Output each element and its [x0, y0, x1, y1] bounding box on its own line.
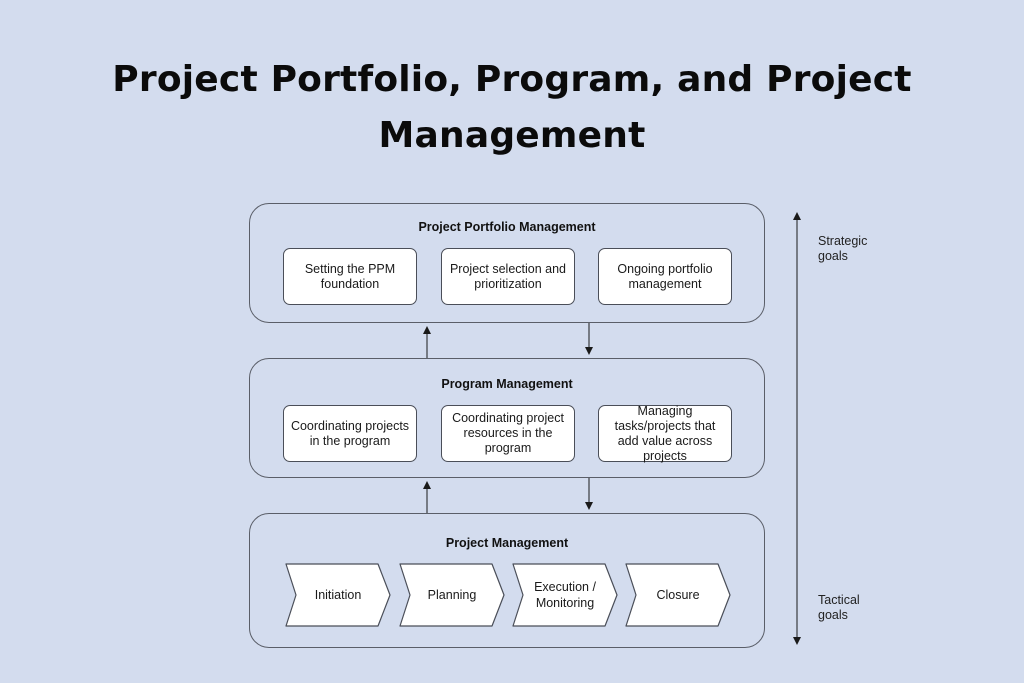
phase-closure-label: Closure — [656, 588, 700, 602]
phase-planning-label: Planning — [427, 588, 477, 602]
strategic-goals-label: Strategic goals — [818, 234, 888, 264]
chevron-shape-icon — [625, 563, 731, 627]
coordinating-resources-box: Coordinating project resources in the pr… — [441, 405, 575, 462]
program-management-heading: Program Management — [441, 377, 573, 391]
portfolio-management-panel: Project Portfolio Management Setting the… — [249, 203, 765, 323]
coordinating-projects-box: Coordinating projects in the program — [283, 405, 417, 462]
managing-tasks-box: Managing tasks/projects that add value a… — [598, 404, 732, 463]
page-title: Project Portfolio, Program, and Project … — [0, 52, 1024, 164]
tactical-goals-label: Tactical goals — [818, 593, 878, 623]
phase-initiation-label: Initiation — [314, 588, 362, 602]
phase-execution-monitoring: Execution / Monitoring — [512, 563, 618, 627]
chevron-shape-icon — [285, 563, 391, 627]
title-line-2: Management — [378, 115, 646, 156]
chevron-shape-icon — [399, 563, 505, 627]
ppm-foundation-box: Setting the PPM foundation — [283, 248, 417, 305]
phase-initiation: Initiation — [285, 563, 391, 627]
strategic-goals-text: Strategic goals — [818, 234, 868, 263]
phase-execution-label: Execution / Monitoring — [534, 580, 596, 610]
project-selection-box: Project selection and prioritization — [441, 248, 575, 305]
project-management-panel: Project Management Initiation Planning E… — [249, 513, 765, 648]
title-line-1: Project Portfolio, Program, and Project — [112, 59, 912, 100]
phase-planning: Planning — [399, 563, 505, 627]
phase-closure: Closure — [625, 563, 731, 627]
chevron-shape-icon — [512, 563, 618, 627]
program-management-panel: Program Management Coordinating projects… — [249, 358, 765, 478]
tactical-goals-text: Tactical goals — [818, 593, 860, 622]
ongoing-portfolio-box: Ongoing portfolio management — [598, 248, 732, 305]
project-management-heading: Project Management — [445, 536, 569, 550]
portfolio-management-heading: Project Portfolio Management — [418, 220, 596, 234]
